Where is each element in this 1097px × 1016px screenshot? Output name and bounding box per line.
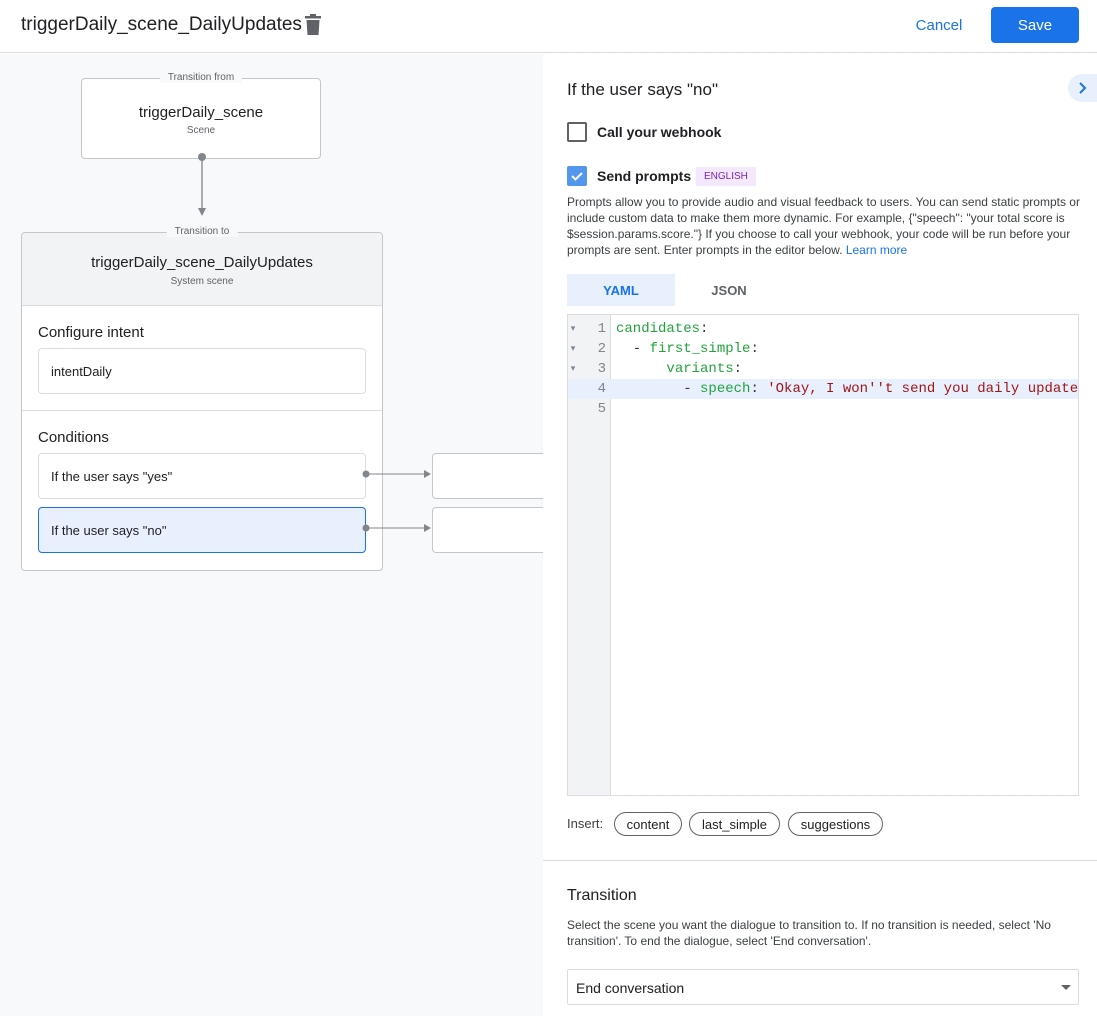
transition-to-legend: Transition to [166,226,238,237]
collapse-panel-button[interactable] [1068,74,1097,102]
delete-icon[interactable] [304,14,322,36]
webhook-checkbox[interactable] [567,122,587,142]
code-line: 5 [597,401,606,417]
language-badge: ENGLISH [696,167,756,186]
conditions-heading: Conditions [38,429,109,446]
to-scene-type: System scene [170,276,234,287]
condition-yes[interactable]: If the user says "yes" [38,453,366,499]
code-line: ▾2 - first_simple: [570,341,759,357]
prompts-label: Send prompts [597,168,692,184]
transition-from-card[interactable]: Transition from triggerDaily_scene Scene [81,72,321,159]
configure-intent-heading: Configure intent [38,324,144,341]
tab-json[interactable]: JSON [711,282,747,298]
insert-chip-suggestions[interactable]: suggestions [788,812,883,836]
description-text: Prompts allow you to provide audio and v… [567,195,1080,257]
from-scene-name: triggerDaily_scene [138,104,264,121]
code-line: 4 - speech: 'Okay, I won''t send you dai… [568,379,1078,399]
chevron-right-icon [1079,82,1087,94]
divider [543,860,1097,861]
panel-heading: If the user says "no" [567,80,718,99]
page-title: triggerDaily_scene_DailyUpdates [21,14,302,35]
top-bar: triggerDaily_scene_DailyUpdates Cancel S… [0,0,1097,53]
check-icon [571,172,583,181]
dropdown-arrow-icon [1061,985,1071,990]
to-scene-name: triggerDaily_scene_DailyUpdates [91,254,313,271]
condition-no[interactable]: If the user says "no" [38,507,366,553]
scene-diagram: Transition from triggerDaily_scene Scene… [0,54,552,1016]
no-target-card[interactable] [432,507,552,553]
yes-target-card[interactable] [432,453,552,499]
insert-chip-content[interactable]: content [614,812,682,836]
transition-selected-value: End conversation [576,980,685,996]
from-scene-type: Scene [186,125,216,136]
cancel-button[interactable]: Cancel [905,8,973,42]
intent-field[interactable]: intentDaily [38,348,366,394]
insert-label: Insert: [567,816,604,831]
transition-arrow [198,153,206,216]
learn-more-link[interactable]: Learn more [845,243,908,257]
condition-connectors [362,470,431,532]
insert-chip-last-simple[interactable]: last_simple [689,812,780,836]
webhook-label: Call your webhook [597,124,722,140]
tab-yaml[interactable]: YAML [567,274,675,306]
save-button[interactable]: Save [991,7,1079,43]
transition-select[interactable]: End conversation [567,969,1079,1005]
transition-from-legend: Transition from [159,72,243,83]
transition-heading: Transition [567,887,637,904]
prompts-checkbox[interactable] [567,166,587,186]
transition-description: Select the scene you want the dialogue t… [567,918,1051,948]
prompts-description: Prompts allow you to provide audio and v… [567,194,1082,258]
code-line: ▾3 variants: [570,361,743,377]
transition-to-card: Transition to triggerDaily_scene_DailyUp… [21,226,383,571]
condition-panel: If the user says "no" Call your webhook … [543,54,1097,1016]
